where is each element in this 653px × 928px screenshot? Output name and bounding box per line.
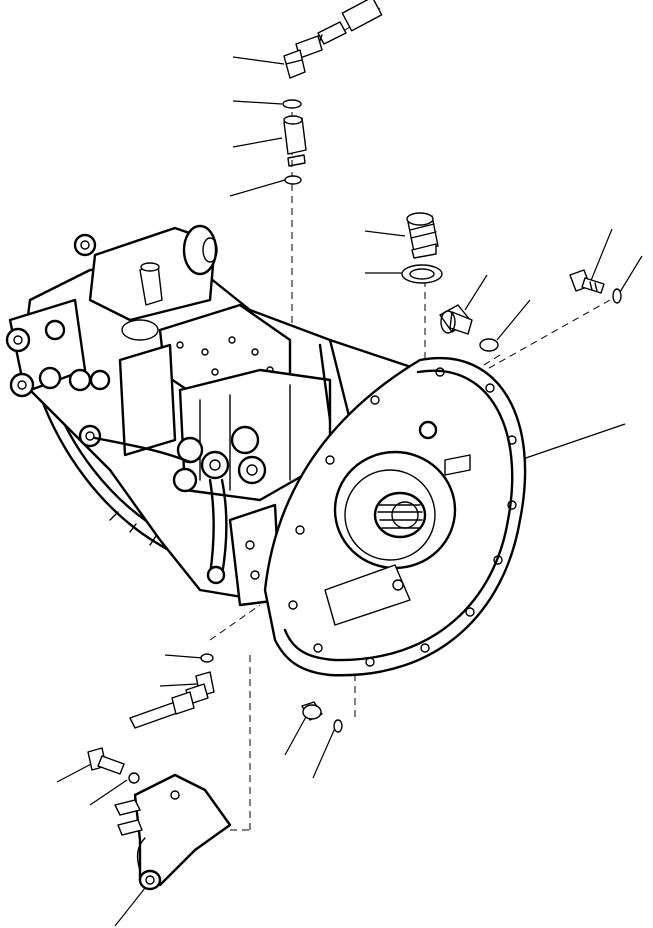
gasket [401, 264, 443, 284]
washer-bottom [333, 719, 343, 733]
washer-bracket [128, 772, 140, 784]
hydraulic-pump-assembly [5, 224, 422, 607]
plug-right [439, 304, 473, 335]
hose-fitting-left [129, 691, 195, 729]
o-ring-left [200, 653, 214, 663]
o-ring-top-1 [282, 99, 302, 109]
spline-shaft [373, 491, 427, 539]
washer-right [612, 288, 622, 304]
leader-lines [56, 56, 643, 927]
plug [406, 212, 439, 259]
nut-bottom [301, 701, 323, 721]
bolt-bracket [87, 747, 125, 775]
o-ring-top-2 [284, 175, 302, 185]
bolt-right [569, 269, 605, 294]
o-ring-right [479, 338, 499, 352]
adapter-top [283, 115, 307, 167]
bracket [114, 773, 232, 891]
elbow-fitting-top [283, 0, 383, 79]
